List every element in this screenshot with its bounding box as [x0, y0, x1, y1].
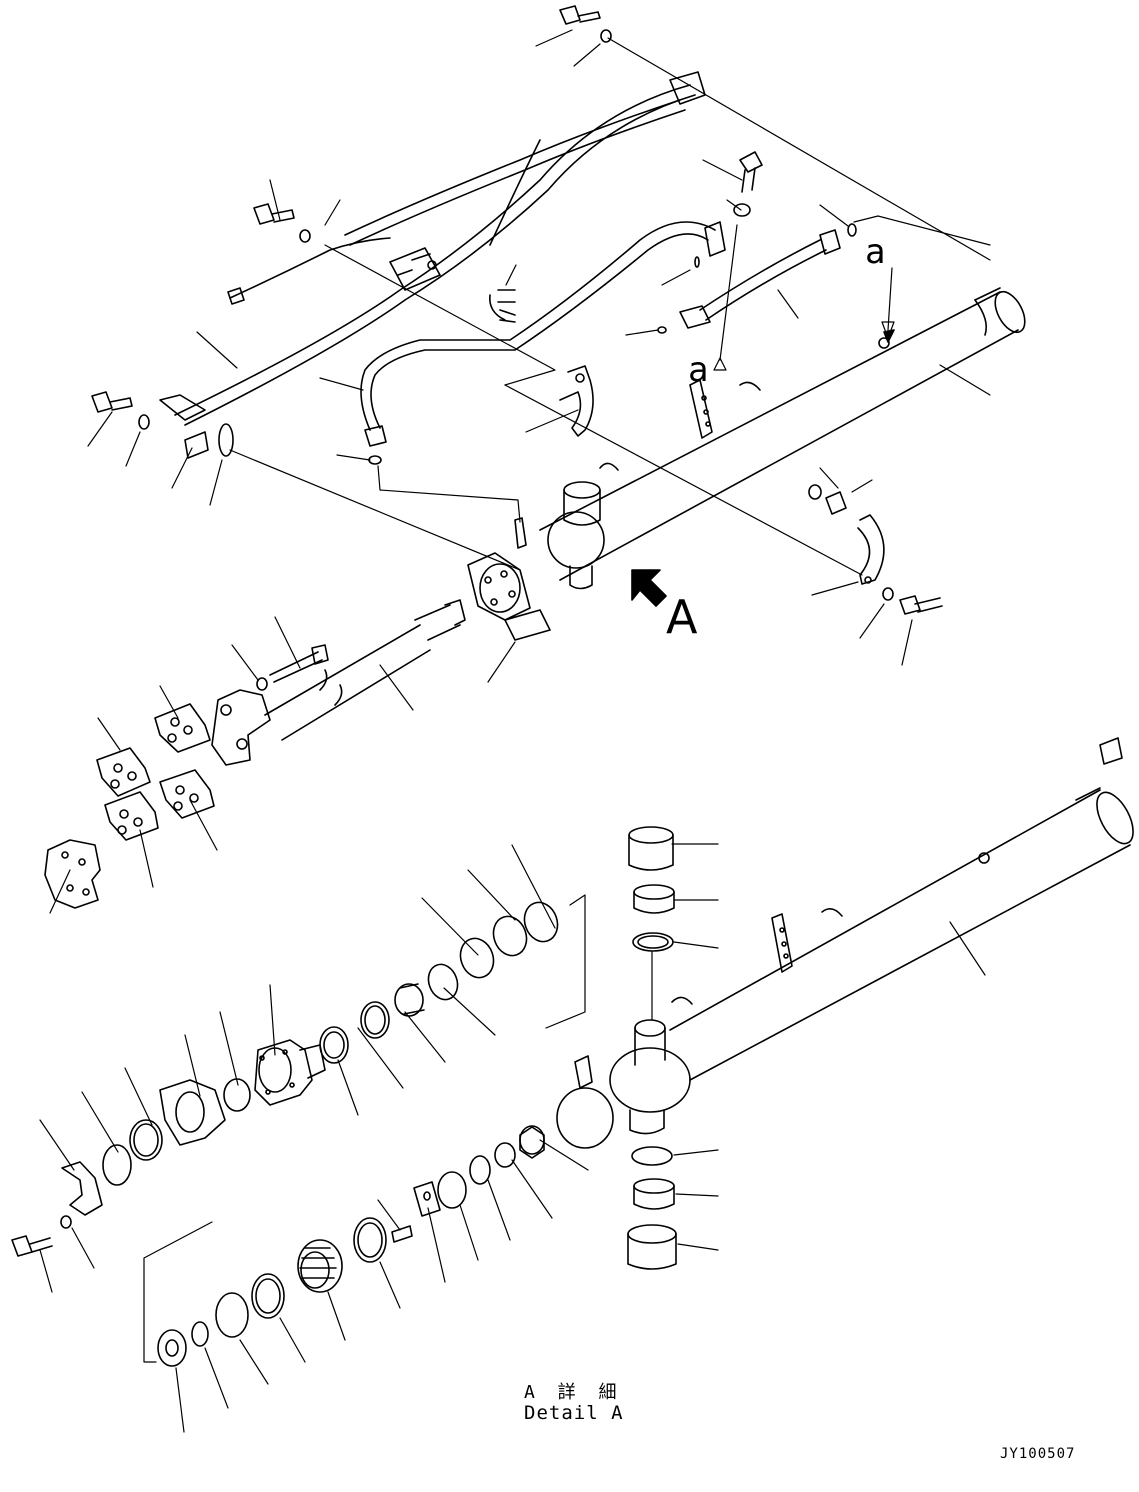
- bolt-vertical-right: [734, 152, 762, 216]
- clamp-band-left: [560, 366, 593, 436]
- bolt-left: [92, 392, 233, 458]
- lower-bushing: [634, 1179, 674, 1209]
- shield-plate-bracket: [505, 610, 550, 640]
- upper-bushing: [634, 885, 674, 913]
- shaft-bolt: [257, 645, 328, 690]
- lower-chain-parts: [354, 1126, 544, 1262]
- upper-tube-brackets: [600, 380, 760, 470]
- short-hose-right: [680, 230, 840, 328]
- reference-a-arrows: [884, 330, 894, 342]
- nut-washer-right: [369, 224, 942, 614]
- drive-shaft: [212, 600, 465, 765]
- lower-main-tube: [670, 738, 1139, 1080]
- threaded-nut: [298, 1240, 342, 1292]
- clamp-band-right: [858, 515, 884, 584]
- flange-retainer: [160, 1079, 250, 1145]
- lower-center-housing: [557, 1020, 690, 1148]
- lock-plates: [97, 704, 214, 840]
- bearing-sleeve: [320, 984, 424, 1063]
- upper-center-tee-housing: [548, 482, 604, 589]
- split-retainer-half: [12, 1162, 102, 1256]
- u-bolt: [490, 290, 515, 322]
- upper-flange-end: [468, 518, 530, 620]
- reference-label-a-lower: a: [688, 350, 709, 390]
- top-cap: [629, 827, 673, 870]
- callout-leader-lines: [40, 30, 990, 1432]
- reference-label-a-upper: a: [865, 232, 886, 272]
- long-hose-cross: [345, 100, 685, 245]
- lower-seal-stack: [158, 1274, 284, 1366]
- detail-title-english: Detail A: [524, 1402, 624, 1424]
- seal-rings-left: [103, 1120, 162, 1185]
- lower-seal-ring: [632, 1147, 672, 1165]
- detail-title-japanese: A 詳 細: [524, 1382, 623, 1403]
- split-flange-plate: [45, 840, 100, 908]
- long-hose-upper: [160, 72, 705, 425]
- drawing-id: JY100507: [1000, 1446, 1076, 1462]
- thin-wire-hose: [228, 238, 390, 304]
- bolt-upper-left: [254, 204, 310, 242]
- bottom-bushing: [628, 1225, 676, 1269]
- view-a-arrow: [632, 570, 666, 606]
- upper-seal-ring: [633, 933, 673, 951]
- upper-main-tube: [540, 287, 1031, 580]
- view-label-a: A: [666, 590, 698, 644]
- hydraulic-pipe-curved: [361, 222, 725, 446]
- lower-tube-brackets: [672, 853, 989, 1004]
- retainer-housing: [255, 1040, 325, 1105]
- valve-block: [390, 248, 440, 290]
- bolt-top: [560, 6, 611, 42]
- o-rings-upper: [424, 898, 563, 1004]
